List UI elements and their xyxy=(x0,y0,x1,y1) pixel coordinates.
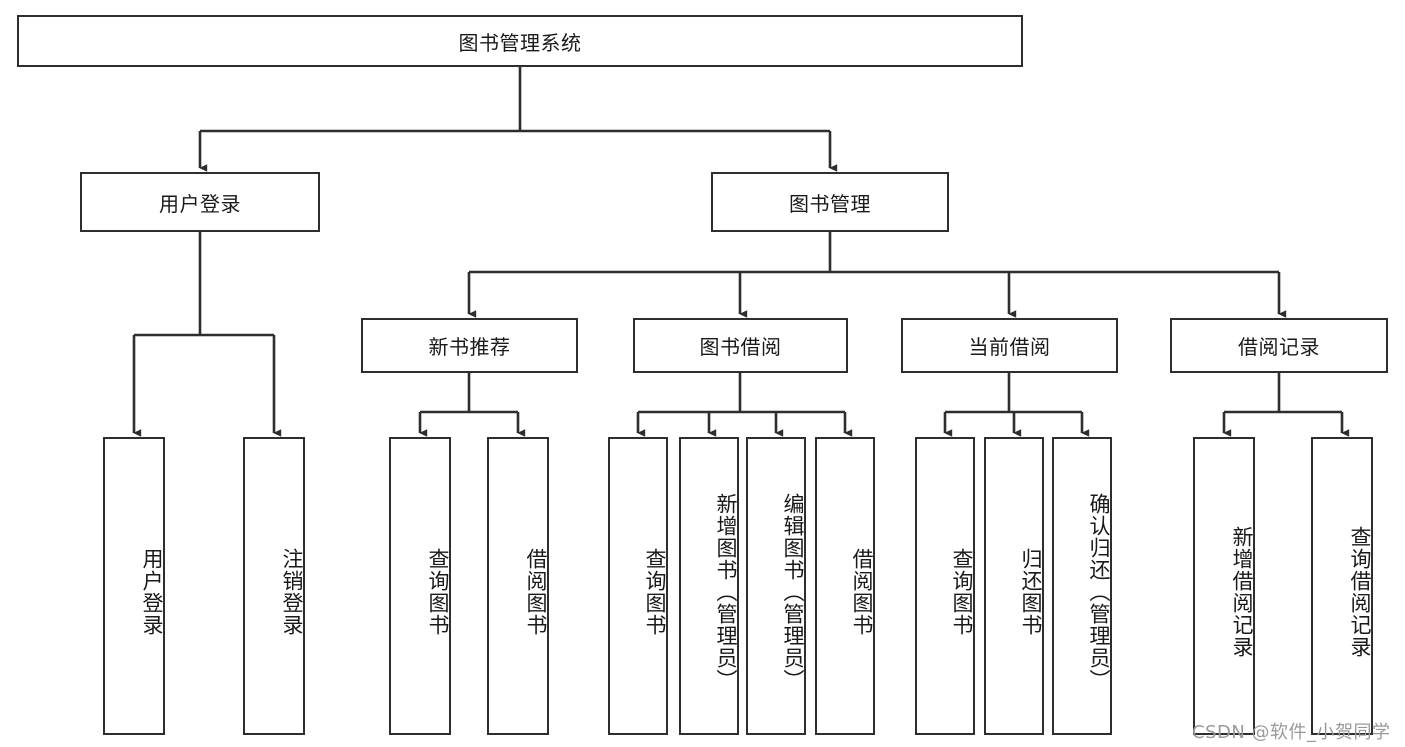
node-user-login-label: 用户登录 xyxy=(159,191,241,216)
node-book-borrow-label: 图书借阅 xyxy=(699,335,782,359)
node-leaf-edit-book-admin[interactable]: 编辑图书（管理员） xyxy=(746,437,806,735)
node-current-borrow-label: 当前借阅 xyxy=(968,335,1051,359)
node-leaf-logout-label: 注销登录 xyxy=(280,548,304,636)
node-leaf-borrow-book-label: 借阅图书 xyxy=(850,548,874,636)
node-current-borrow[interactable]: 当前借阅 xyxy=(901,318,1118,373)
node-leaf-query-borrow-record-label: 查询借阅记录 xyxy=(1348,526,1372,658)
node-leaf-query-borrow-record[interactable]: 查询借阅记录 xyxy=(1311,437,1373,735)
node-leaf-logout[interactable]: 注销登录 xyxy=(243,437,305,735)
node-leaf-return-book-label: 归还图书 xyxy=(1019,548,1043,636)
node-leaf-borrow-book[interactable]: 借阅图书 xyxy=(815,437,875,735)
node-user-login[interactable]: 用户登录 xyxy=(80,172,320,232)
node-new-book-recommend-label: 新书推荐 xyxy=(428,335,511,359)
node-leaf-query-book-borrow-label: 查询图书 xyxy=(643,548,667,636)
csdn-watermark: CSDN @软件_小贺同学 xyxy=(1192,722,1391,743)
node-leaf-add-book-admin-label: 新增图书（管理员） xyxy=(714,493,738,691)
node-leaf-edit-book-admin-label: 编辑图书（管理员） xyxy=(781,493,805,691)
node-root-label: 图书管理系统 xyxy=(458,30,582,55)
node-leaf-query-book-recommend-label: 查询图书 xyxy=(426,548,450,636)
node-leaf-query-book-current[interactable]: 查询图书 xyxy=(915,437,975,735)
node-leaf-confirm-return-admin-label: 确认归还（管理员） xyxy=(1087,493,1111,691)
node-leaf-return-book[interactable]: 归还图书 xyxy=(984,437,1044,735)
node-leaf-borrow-book-recommend-label: 借阅图书 xyxy=(524,548,548,636)
node-leaf-user-login-label: 用户登录 xyxy=(140,548,164,636)
node-leaf-confirm-return-admin[interactable]: 确认归还（管理员） xyxy=(1052,437,1112,735)
node-leaf-query-book-current-label: 查询图书 xyxy=(950,548,974,636)
node-leaf-query-book-borrow[interactable]: 查询图书 xyxy=(608,437,668,735)
node-borrow-record-label: 借阅记录 xyxy=(1238,335,1320,359)
node-book-manage-label: 图书管理 xyxy=(789,191,871,216)
node-leaf-add-book-admin[interactable]: 新增图书（管理员） xyxy=(679,437,739,735)
node-root[interactable]: 图书管理系统 xyxy=(17,15,1023,67)
node-leaf-borrow-book-recommend[interactable]: 借阅图书 xyxy=(487,437,549,735)
node-borrow-record[interactable]: 借阅记录 xyxy=(1170,318,1388,373)
node-leaf-add-borrow-record[interactable]: 新增借阅记录 xyxy=(1193,437,1255,735)
node-leaf-query-book-recommend[interactable]: 查询图书 xyxy=(389,437,451,735)
node-new-book-recommend[interactable]: 新书推荐 xyxy=(361,318,578,373)
node-leaf-add-borrow-record-label: 新增借阅记录 xyxy=(1230,526,1254,658)
node-book-borrow[interactable]: 图书借阅 xyxy=(633,318,848,373)
node-leaf-user-login[interactable]: 用户登录 xyxy=(103,437,165,735)
node-book-manage[interactable]: 图书管理 xyxy=(711,172,949,232)
